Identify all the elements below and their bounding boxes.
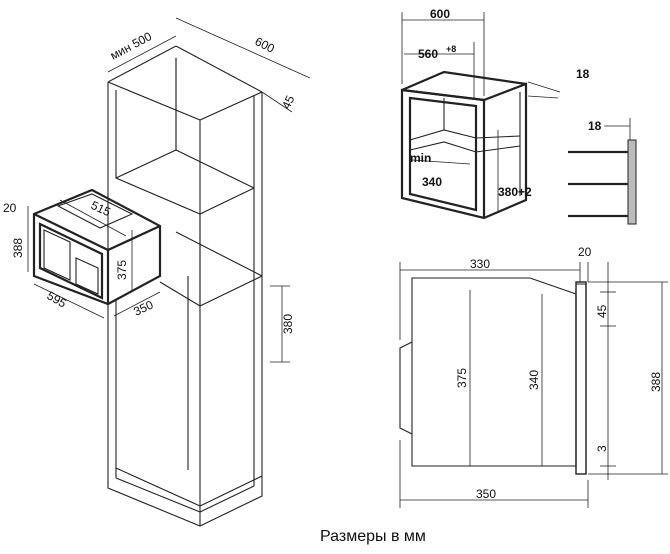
label-cabinet-width: 600 <box>253 34 277 56</box>
label-oven-height: 388 <box>11 238 25 258</box>
label-wall-18-top: 18 <box>576 67 590 81</box>
label-min-depth: мин 500 <box>108 29 155 63</box>
label-depth-330: 330 <box>470 257 490 271</box>
label-height-340: 340 <box>527 370 541 390</box>
caption: Размеры в мм <box>320 528 426 545</box>
label-bottom-350: 350 <box>476 487 496 501</box>
label-height-375: 375 <box>455 368 469 388</box>
cabinet-view: мин 500 600 45 20 515 388 375 595 350 38… <box>3 17 311 527</box>
label-opening-380: 380 <box>281 314 295 334</box>
label-min: min <box>410 151 431 165</box>
label-offset-45: 45 <box>279 93 297 111</box>
label-oven-width: 595 <box>45 288 70 310</box>
label-niche-inner-width-tol: +8 <box>446 44 456 54</box>
label-inner-375: 375 <box>115 260 129 280</box>
label-top-45: 45 <box>595 304 609 318</box>
label-depth-340: 340 <box>422 175 442 189</box>
label-height-388: 388 <box>649 372 663 392</box>
niche-view: 600 560 +8 18 min 340 380+2 18 <box>400 7 637 225</box>
label-niche-inner-width: 560 <box>418 47 438 61</box>
label-frame-20: 20 <box>578 245 592 259</box>
label-niche-width: 600 <box>430 7 450 21</box>
label-oven-depth: 515 <box>89 198 113 219</box>
label-oven-350: 350 <box>131 297 155 318</box>
label-wall-18-side: 18 <box>588 119 602 133</box>
label-niche-height: 380+2 <box>498 185 532 199</box>
label-oven-frame: 20 <box>3 201 17 215</box>
side-view: 330 20 45 375 340 388 3 350 <box>399 245 668 508</box>
label-bottom-3: 3 <box>595 445 609 452</box>
